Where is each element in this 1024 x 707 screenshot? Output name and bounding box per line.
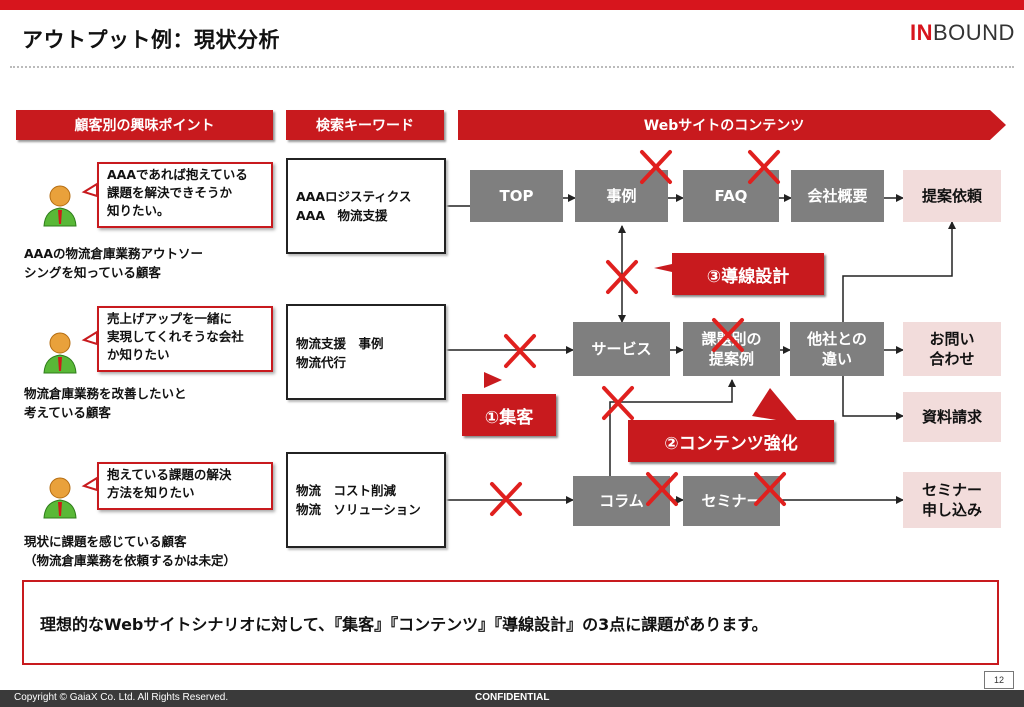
box-line: お問い [929,330,975,348]
description-line: AAAの物流倉庫業務アウトソー [24,246,204,261]
logo-accent: IN [910,20,933,45]
site-box-service: サービス [573,322,670,376]
top-accent-bar [0,0,1024,10]
keyword-line: 物流支援 事例 [296,336,384,351]
header-website-contents: Webサイトのコンテンツ [643,118,805,134]
issue-flow-pointer [654,264,672,272]
x-mark-faq [748,150,780,184]
title-divider [10,66,1014,68]
cv-proposal-request: 提案依頼 [903,170,1001,222]
bubble-line: 方法を知りたい [107,485,195,500]
header-interest-points: 顧客別の興味ポイント [16,110,273,140]
customer-avatar-1 [43,185,77,227]
issue-attraction-label: ①集客 [462,394,556,436]
footer-bar [0,690,1024,707]
x-mark-keyword-2 [504,334,536,368]
site-box-top: TOP [470,170,563,222]
box-line: 違い [821,350,852,368]
keyword-line: 物流 ソリューション [296,502,421,517]
keyword-line: 物流代行 [296,355,347,370]
customer-avatar-2 [43,332,77,374]
bubble-line: 実現してくれそうな会社 [107,329,244,344]
box-line: 申し込み [921,501,982,519]
cv-seminar-application: セミナー 申し込み [903,472,1001,528]
site-box-column: コラム [573,476,670,526]
inbound-logo: INBOUND [910,20,1015,46]
customer-1-bubble: AAAであれば抱えている 課題を解決できそうか 知りたい。 [97,162,273,228]
description-line: シングを知っている顧客 [24,265,161,280]
page-title: アウトプット例：現状分析 [22,28,280,52]
description-line: 現状に課題を感じている顧客 [24,534,187,549]
header-website-contents-shape [458,110,1006,140]
keyword-line: 物流 コスト削減 [296,483,397,498]
summary-box: 理想的なWebサイトシナリオに対して、『集客』『コンテンツ』『導線設計』の3点に… [22,580,999,665]
x-mark-cases [640,150,672,184]
description-line: 考えている顧客 [24,405,111,420]
box-line: セミナー [921,481,982,499]
header-search-keywords: 検索キーワード [286,110,444,140]
x-mark-column-link [602,386,634,420]
bubble-line: か知りたい [107,347,170,362]
cv-inquiry: お問い 合わせ [903,322,1001,376]
bubble-line: 課題を解決できそうか [107,185,233,200]
description-line: 物流倉庫業務を改善したいと [24,386,187,401]
customer-2-bubble: 売上げアップを一緒に 実現してくれそうな会社 か知りたい [97,306,273,372]
site-box-faq: FAQ [683,170,779,222]
box-line: 他社との [807,330,867,348]
page-number: 12 [984,671,1014,689]
issue-flow-label: ③導線設計 [672,253,824,295]
x-mark-proposal [712,318,744,352]
logo-rest: BOUND [933,20,1015,45]
issue-attraction-pointer [484,372,502,388]
keywords-2: 物流支援 事例 物流代行 [286,304,446,400]
keywords-1: AAAロジスティクス AAA 物流支援 [286,158,446,254]
issue-content-label: ②コンテンツ強化 [628,420,834,462]
x-mark-seminar [754,472,786,506]
x-mark-keyword-3 [490,482,522,516]
keyword-line: AAA 物流支援 [296,208,388,223]
summary-text: 理想的なWebサイトシナリオに対して、『集客』『コンテンツ』『導線設計』の3点に… [40,614,768,634]
box-line: 合わせ [929,350,975,368]
bubble-line: 知りたい。 [107,203,170,218]
customer-1-description: AAAの物流倉庫業務アウトソー シングを知っている顧客 [24,244,274,282]
cv-materials-request: 資料請求 [903,392,1001,442]
keywords-3: 物流 コスト削減 物流 ソリューション [286,452,446,548]
box-line: 提案例 [708,350,754,368]
site-box-cases: 事例 [575,170,668,222]
site-box-differences: 他社との 違い [790,322,884,376]
site-box-company: 会社概要 [791,170,884,222]
bubble-line: AAAであれば抱えている [107,167,248,182]
x-mark-column [646,472,678,506]
customer-2-description: 物流倉庫業務を改善したいと 考えている顧客 [24,384,274,422]
description-line: （物流倉庫業務を依頼するかは未定） [24,553,237,568]
customer-3-description: 現状に課題を感じている顧客 （物流倉庫業務を依頼するかは未定） [24,532,284,570]
keyword-line: AAAロジスティクス [296,189,412,204]
issue-content-pointer [752,388,800,424]
customer-3-bubble: 抱えている課題の解決 方法を知りたい [97,462,273,510]
bubble-line: 売上げアップを一緒に [107,311,233,326]
bubble-line: 抱えている課題の解決 [107,467,232,482]
x-mark-flow [606,260,638,294]
customer-avatar-3 [43,477,77,519]
footer-copyright: Copyright © GaiaX Co. Ltd. All Rights Re… [14,692,229,703]
footer-confidential: CONFIDENTIAL [475,692,550,703]
